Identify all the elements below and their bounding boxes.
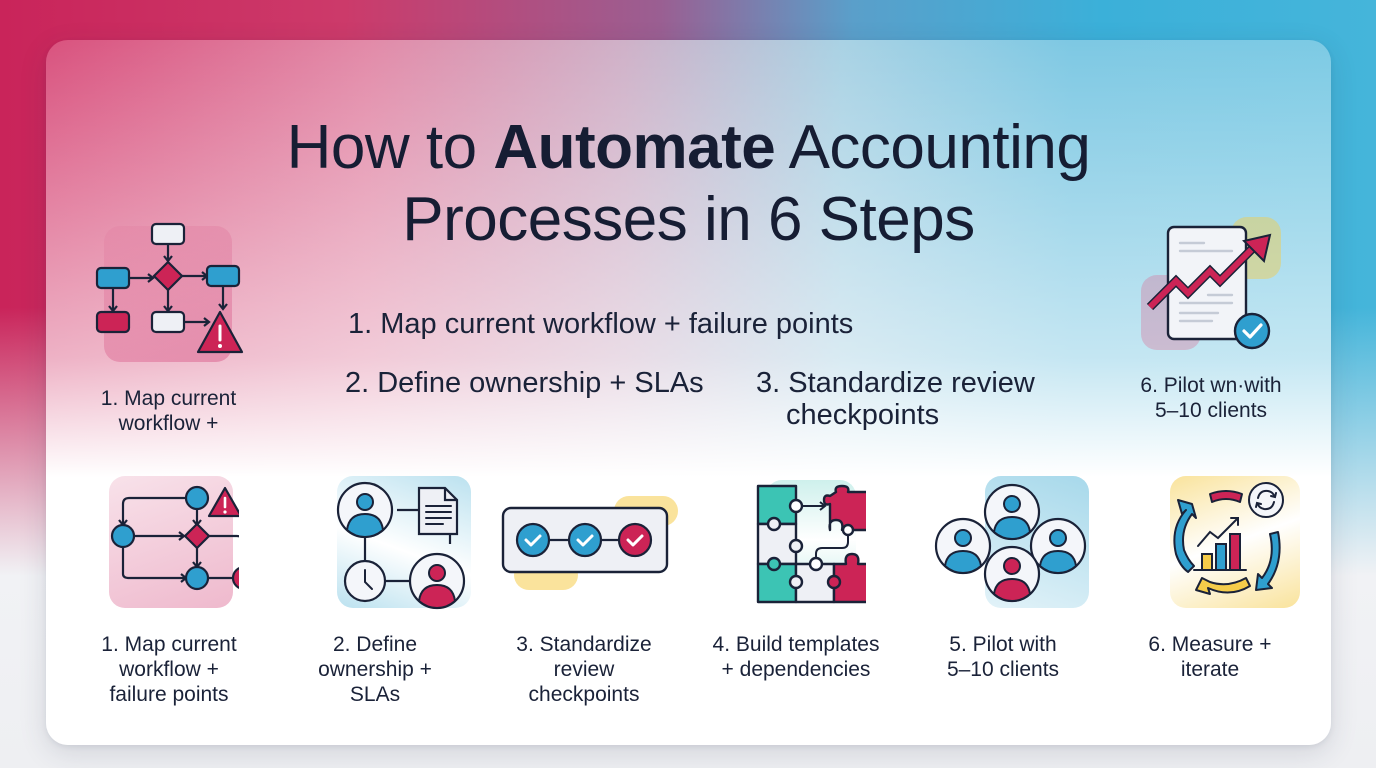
title-bold-word: Automate	[493, 113, 776, 182]
step-2-label: 2. Define ownership + SLAs	[318, 632, 432, 707]
ownership-network-icon	[305, 474, 471, 614]
step-3-label-line2: review	[553, 658, 615, 681]
step3-heading-line1: 3. Standardize review	[756, 367, 1035, 399]
puzzle-templates-icon	[726, 474, 866, 614]
step-card-2: 2. Define ownership + SLAs	[275, 474, 475, 707]
step-card-1: 1. Map current workflow + failure points	[69, 474, 269, 707]
step-1-label: 1. Map current workflow + failure points	[101, 632, 236, 707]
top-right-label-line1: 6. Pilot wn·with	[1140, 374, 1282, 397]
client-group-icon	[933, 474, 1089, 614]
step-card-4: 4. Build templates + dependencies	[696, 474, 896, 682]
step-3-label: 3. Standardize review checkpoints	[516, 632, 651, 707]
step-2-label-line1: 2. Define	[332, 633, 418, 656]
step-1-label-line1: 1. Map current	[101, 633, 237, 656]
step-5-label-line1: 5. Pilot with	[949, 633, 1057, 656]
review-checkpoints-icon	[501, 474, 678, 614]
measure-iterate-icon	[1140, 474, 1300, 614]
step-4-label-line2: + dependencies	[721, 658, 871, 681]
step-4-label: 4. Build templates + dependencies	[713, 632, 880, 682]
report-growth-check-icon	[1136, 215, 1286, 355]
flowchart-warning-icon	[99, 474, 239, 614]
step-3-label-line1: 3. Standardize	[516, 633, 652, 656]
step-card-6: 6. Measure + iterate	[1110, 474, 1310, 682]
step-4-label-line1: 4. Build templates	[712, 633, 880, 656]
title-line2: Processes in 6 Steps	[402, 185, 975, 254]
top-left-label-line2: workflow +	[118, 412, 219, 435]
step-5-label: 5. Pilot with 5–10 clients	[947, 632, 1059, 682]
top-right-label-line2: 5–10 clients	[1154, 399, 1268, 422]
step-1-label-line2: workflow +	[119, 658, 219, 681]
infographic-card: How to Automate Accounting Processes in …	[46, 40, 1331, 745]
step3-heading-line2: checkpoints	[786, 399, 940, 431]
step-6-label-line2: iterate	[1180, 658, 1240, 681]
page-title: How to Automate Accounting Processes in …	[46, 112, 1331, 256]
step-card-5: 5. Pilot with 5–10 clients	[903, 474, 1103, 682]
step-2-label-line2: ownership +	[318, 658, 432, 681]
step-5-label-line2: 5–10 clients	[946, 658, 1060, 681]
top-left-label-line1: 1. Map current	[100, 387, 237, 410]
step1-heading: 1. Map current workflow + failure points	[348, 308, 854, 340]
title-prefix: How to	[286, 113, 494, 182]
workflow-warning-icon	[94, 220, 244, 370]
step-6-label: 6. Measure + iterate	[1148, 632, 1271, 682]
step-3-label-line3: checkpoints	[528, 683, 640, 706]
step-2-label-line3: SLAs	[349, 683, 401, 706]
step-1-label-line3: failure points	[109, 683, 229, 706]
step-card-3: 3. Standardize review checkpoints	[484, 474, 684, 707]
step2-heading: 2. Define ownership + SLAs	[345, 367, 704, 399]
title-suffix: Accounting	[775, 113, 1091, 182]
step-6-label-line1: 6. Measure +	[1148, 633, 1272, 656]
